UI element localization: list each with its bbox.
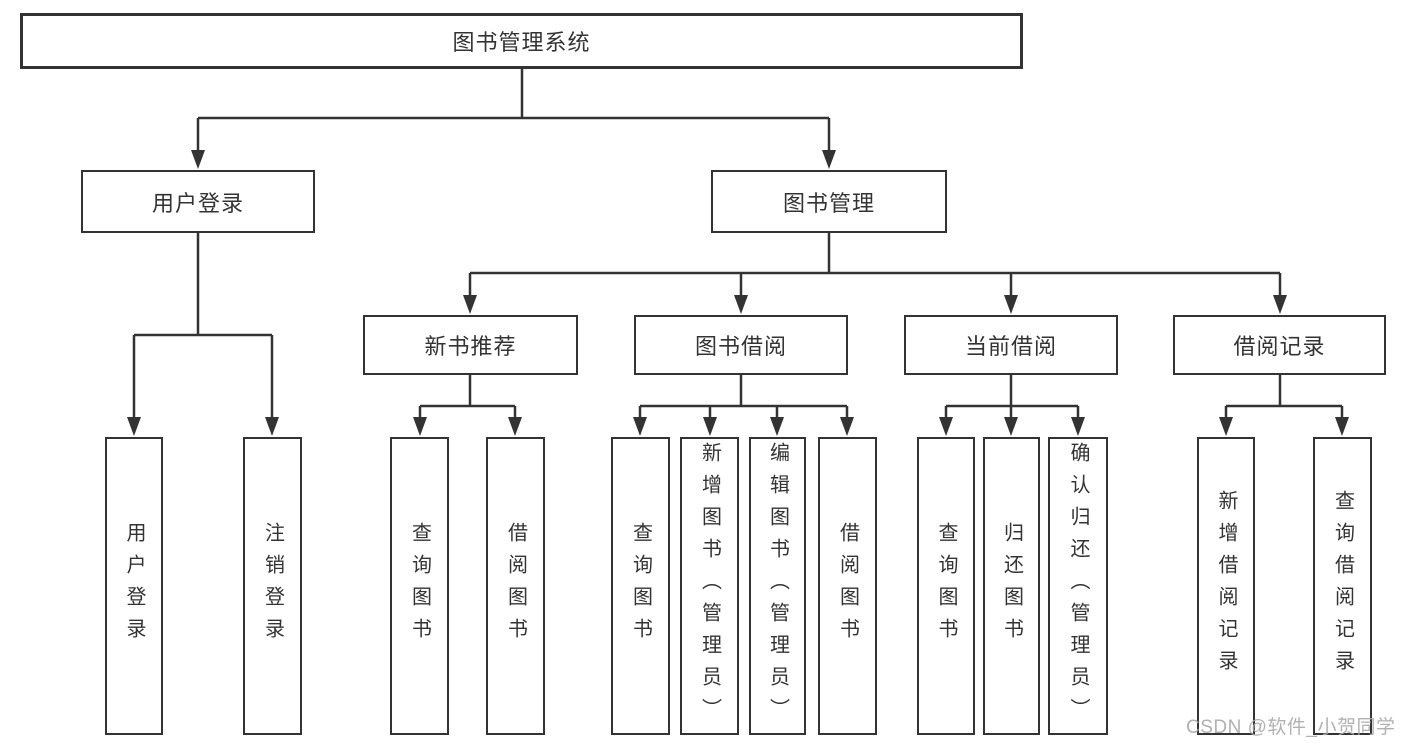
- node-new-book-recommend: 新书推荐: [363, 315, 578, 375]
- leaf-records-query-record: 查询借阅记录: [1313, 437, 1372, 735]
- node-user-login: 用户登录: [81, 170, 315, 233]
- leaf-logout: 注销登录: [243, 437, 302, 735]
- node-book-borrowing: 图书借阅: [634, 315, 848, 375]
- leaf-current-return-books: 归还图书: [983, 437, 1040, 735]
- leaf-current-confirm-return-admin: 确认归还（管理员）: [1048, 437, 1108, 735]
- node-book-management: 图书管理: [711, 170, 947, 233]
- leaf-borrowing-query-books: 查询图书: [611, 437, 670, 735]
- node-root-system: 图书管理系统: [20, 13, 1023, 69]
- leaf-recommend-query-books: 查询图书: [390, 437, 449, 735]
- leaf-records-add-record: 新增借阅记录: [1197, 437, 1255, 735]
- leaf-borrowing-edit-books-admin: 编辑图书（管理员）: [749, 437, 806, 735]
- arrowheads: [127, 150, 1349, 436]
- node-current-borrowing: 当前借阅: [904, 315, 1118, 375]
- node-borrowing-records: 借阅记录: [1173, 315, 1386, 375]
- connector-edges: [132, 68, 1344, 418]
- leaf-borrowing-borrow-books: 借阅图书: [818, 437, 877, 735]
- leaf-borrowing-add-books-admin: 新增图书（管理员）: [680, 437, 739, 735]
- leaf-recommend-borrow-books: 借阅图书: [486, 437, 545, 735]
- leaf-user-login: 用户登录: [105, 437, 163, 735]
- leaf-current-query-books: 查询图书: [917, 437, 975, 735]
